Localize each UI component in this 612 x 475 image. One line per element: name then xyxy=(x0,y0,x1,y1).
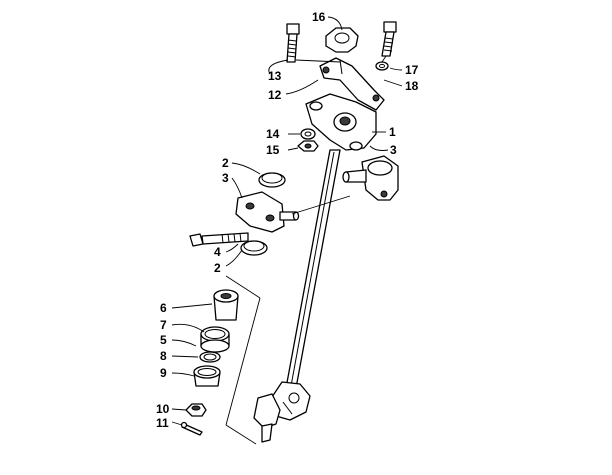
callout-9: 9 xyxy=(160,366,167,380)
callout-17: 17 xyxy=(405,63,419,77)
washer-14 xyxy=(300,128,316,140)
bearing-7 xyxy=(200,326,230,353)
long-bolt xyxy=(189,232,249,247)
callout-12: 12 xyxy=(268,88,282,102)
bearing-cup-9 xyxy=(193,365,221,387)
nut-10 xyxy=(185,403,207,417)
upper-handlebar-mount xyxy=(305,57,385,151)
callout-18: 18 xyxy=(405,79,419,93)
callout-labels: 1 3 2 3 4 2 6 7 5 8 9 10 11 12 13 14 15 … xyxy=(156,10,419,430)
cap-bolt-left xyxy=(286,23,300,63)
cap-bolt-right xyxy=(381,21,397,57)
callout-15: 15 xyxy=(266,143,280,157)
callout-3-right: 3 xyxy=(390,143,397,157)
right-steering-clamp xyxy=(342,155,399,201)
callout-11: 11 xyxy=(156,416,169,430)
callout-16: 16 xyxy=(312,10,326,24)
nut-15 xyxy=(297,140,319,152)
callout-2-lower: 2 xyxy=(214,261,221,275)
callout-13: 13 xyxy=(268,69,282,83)
bushing-lower xyxy=(240,240,268,256)
callout-leaders xyxy=(171,16,403,426)
callout-3-left: 3 xyxy=(222,171,229,185)
clamp-cap xyxy=(325,27,359,53)
cotter-pin-11 xyxy=(180,421,203,436)
bushing-upper xyxy=(258,172,286,188)
callout-5: 5 xyxy=(160,333,167,347)
callout-4: 4 xyxy=(214,245,221,259)
callout-14: 14 xyxy=(266,127,280,141)
left-steering-clamp xyxy=(235,191,300,233)
callout-2-upper: 2 xyxy=(222,156,229,170)
callout-10: 10 xyxy=(156,402,170,416)
steering-shaft xyxy=(253,149,341,443)
ring-8 xyxy=(199,351,221,363)
sleeve-6 xyxy=(213,289,239,321)
callout-1: 1 xyxy=(389,125,396,139)
assembly-guide-lines xyxy=(225,55,387,445)
callout-6: 6 xyxy=(160,301,167,315)
washer-18 xyxy=(375,61,389,71)
callout-8: 8 xyxy=(160,349,167,363)
callout-7: 7 xyxy=(160,318,167,332)
